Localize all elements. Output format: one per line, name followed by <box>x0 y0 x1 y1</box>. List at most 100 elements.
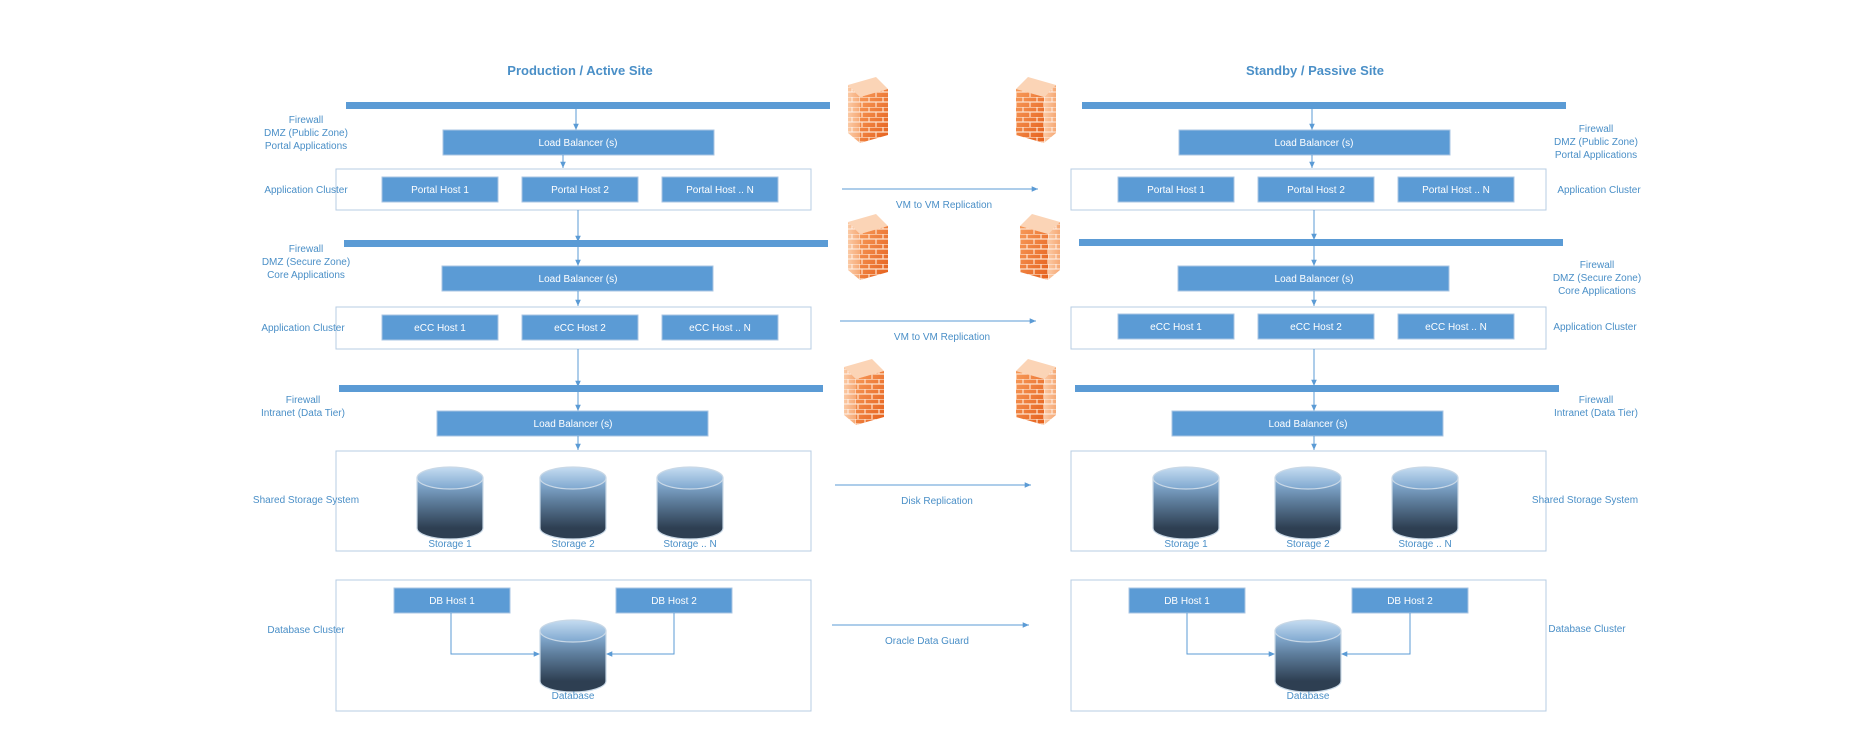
storage-cylinder-icon[interactable] <box>1391 466 1459 540</box>
storage-cylinder-icon[interactable] <box>539 466 607 540</box>
load-balancer[interactable] <box>1177 265 1450 292</box>
ecc-host[interactable] <box>521 314 639 341</box>
firewall-icon <box>844 359 884 425</box>
storage-cylinder-icon[interactable] <box>1152 466 1220 540</box>
portal-host-label: Portal Host 2 <box>551 185 609 196</box>
tier-label-apps: Core Applications <box>1558 286 1636 297</box>
load-balancer-label: Load Balancer (s) <box>1269 419 1348 430</box>
load-balancer[interactable] <box>442 129 715 156</box>
tier-label-firewall: Firewall <box>1580 260 1614 271</box>
load-balancer-label: Load Balancer (s) <box>1275 274 1354 285</box>
firewall-icon <box>848 77 888 143</box>
tier-label-storage: Shared Storage System <box>1532 495 1638 506</box>
firewall-icon <box>848 214 888 280</box>
storage-label: Storage .. N <box>1398 539 1451 550</box>
ecc-host[interactable] <box>661 314 779 341</box>
tier-label-app-cluster: Application Cluster <box>1557 185 1641 196</box>
tier-label-apps: Portal Applications <box>265 141 347 152</box>
firewall-icon <box>1020 214 1060 280</box>
ecc-host-label: eCC Host 1 <box>1150 322 1202 333</box>
tier-label-database: Database Cluster <box>1548 624 1626 635</box>
replication-label: VM to VM Replication <box>894 332 990 343</box>
database-label: Database <box>552 691 595 702</box>
tier-label-zone: DMZ (Public Zone) <box>264 128 348 139</box>
network-bar <box>1079 239 1563 246</box>
tier-label-zone: Intranet (Data Tier) <box>1554 408 1638 419</box>
load-balancer-label: Load Balancer (s) <box>539 274 618 285</box>
portal-host-label: Portal Host .. N <box>686 185 754 196</box>
passive-site: Load Balancer (s) Firewall DMZ (Public Z… <box>1070 102 1641 712</box>
tier-label-firewall: Firewall <box>286 395 320 406</box>
replication-label: Disk Replication <box>901 496 973 507</box>
load-balancer[interactable] <box>436 410 709 437</box>
storage-cylinder-icon[interactable] <box>1274 466 1342 540</box>
network-bar <box>346 102 830 109</box>
tier-label-zone: DMZ (Public Zone) <box>1554 137 1638 148</box>
ecc-host-label: eCC Host 2 <box>554 323 606 334</box>
database-cylinder-icon[interactable] <box>539 619 607 693</box>
replication-label: VM to VM Replication <box>896 200 992 211</box>
portal-host[interactable] <box>381 176 499 203</box>
ecc-host[interactable] <box>1257 313 1375 340</box>
db-host[interactable] <box>615 587 733 614</box>
ecc-host-label: eCC Host .. N <box>689 323 751 334</box>
storage-label: Storage 1 <box>428 539 472 550</box>
db-host[interactable] <box>1128 587 1246 614</box>
tier-label-apps: Portal Applications <box>1555 150 1637 161</box>
portal-host-label: Portal Host .. N <box>1422 185 1490 196</box>
network-bar <box>1075 385 1559 392</box>
ecc-host[interactable] <box>1117 313 1235 340</box>
active-site-title: Production / Active Site <box>507 63 652 78</box>
load-balancer[interactable] <box>1171 410 1444 437</box>
network-bar <box>339 385 823 392</box>
portal-host[interactable] <box>661 176 779 203</box>
load-balancer[interactable] <box>441 265 714 292</box>
replication-label: Oracle Data Guard <box>885 636 969 647</box>
db-host[interactable] <box>393 587 511 614</box>
database-cylinder-icon[interactable] <box>1274 619 1342 693</box>
ecc-host-label: eCC Host .. N <box>1425 322 1487 333</box>
active-site: Load Balancer (s) Firewall DMZ (Public Z… <box>253 102 830 712</box>
passive-site-title: Standby / Passive Site <box>1246 63 1384 78</box>
storage-label: Storage 2 <box>1286 539 1330 550</box>
storage-label: Storage 1 <box>1164 539 1208 550</box>
tier-label-storage: Shared Storage System <box>253 495 359 506</box>
load-balancer-label: Load Balancer (s) <box>534 419 613 430</box>
portal-host[interactable] <box>1117 176 1235 203</box>
tier-label-firewall: Firewall <box>289 244 323 255</box>
ecc-host-label: eCC Host 1 <box>414 323 466 334</box>
portal-host-label: Portal Host 2 <box>1287 185 1345 196</box>
portal-host[interactable] <box>1397 176 1515 203</box>
network-bar <box>344 240 828 247</box>
db-host-label: DB Host 2 <box>1387 596 1433 607</box>
ecc-host[interactable] <box>1397 313 1515 340</box>
ecc-host[interactable] <box>381 314 499 341</box>
tier-label-zone: Intranet (Data Tier) <box>261 408 345 419</box>
portal-host[interactable] <box>1257 176 1375 203</box>
db-host-label: DB Host 1 <box>429 596 475 607</box>
db-host-label: DB Host 1 <box>1164 596 1210 607</box>
ecc-host-label: eCC Host 2 <box>1290 322 1342 333</box>
storage-label: Storage .. N <box>663 539 716 550</box>
tier-label-database: Database Cluster <box>267 625 345 636</box>
tier-label-zone: DMZ (Secure Zone) <box>262 257 350 268</box>
network-bar <box>1082 102 1566 109</box>
tier-label-apps: Core Applications <box>267 270 345 281</box>
tier-label-app-cluster: Application Cluster <box>261 323 345 334</box>
replication-links: VM to VM Replication VM to VM Replicatio… <box>832 186 1038 647</box>
database-label: Database <box>1287 691 1330 702</box>
storage-cylinder-icon[interactable] <box>656 466 724 540</box>
load-balancer-label: Load Balancer (s) <box>539 138 618 149</box>
firewall-icon <box>1016 359 1056 425</box>
load-balancer[interactable] <box>1178 129 1451 156</box>
portal-host-label: Portal Host 1 <box>1147 185 1205 196</box>
tier-label-firewall: Firewall <box>1579 124 1613 135</box>
storage-cylinder-icon[interactable] <box>416 466 484 540</box>
portal-host[interactable] <box>521 176 639 203</box>
tier-label-firewall: Firewall <box>1579 395 1613 406</box>
firewall-icon <box>1016 77 1056 143</box>
tier-label-app-cluster: Application Cluster <box>1553 322 1637 333</box>
storage-label: Storage 2 <box>551 539 595 550</box>
db-host-label: DB Host 2 <box>651 596 697 607</box>
